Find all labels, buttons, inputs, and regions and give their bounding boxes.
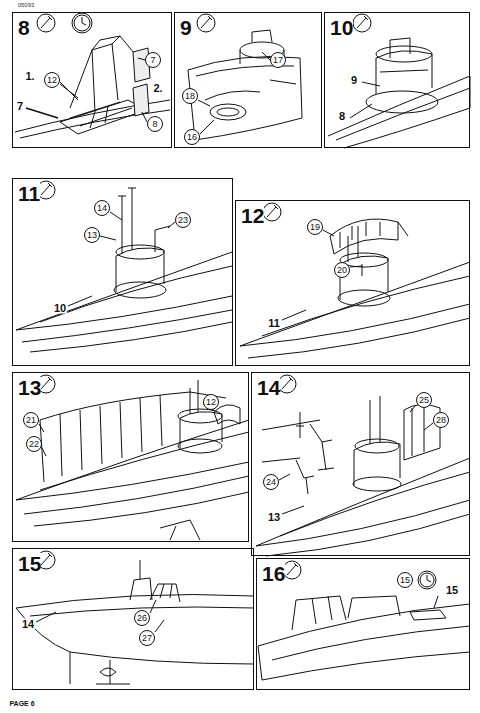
callout-number: 7: [145, 52, 161, 68]
callout-number: 27: [139, 630, 155, 646]
part-number: 15: [445, 585, 459, 596]
step-number: 15: [18, 553, 41, 574]
callout-number: 17: [270, 52, 286, 68]
part-number: 14: [21, 619, 35, 630]
hull-deck: [240, 219, 470, 358]
hull-railings: [258, 596, 470, 680]
step-number: 13: [18, 377, 41, 398]
step-number: 16: [262, 563, 285, 584]
hull-bow: [16, 560, 254, 684]
callout-number: 8: [147, 116, 163, 132]
callout-number: 25: [416, 392, 432, 408]
callout-number: 23: [175, 212, 191, 228]
step-number: 14: [257, 377, 280, 398]
step-number: 9: [180, 17, 192, 38]
step-panel: 11: [12, 178, 233, 366]
part-number: 9: [350, 75, 358, 86]
part-number: 13: [267, 512, 281, 523]
callout-number: 20: [334, 262, 350, 278]
callout-number: 19: [307, 219, 323, 235]
callout-number: 12: [203, 394, 219, 410]
leader-line: [39, 52, 433, 632]
callout-number: 28: [433, 412, 449, 428]
step-number: 8: [18, 17, 30, 38]
callout-number: 14: [94, 200, 110, 216]
page-number: PAGE 6: [8, 700, 35, 707]
part-number: 10: [53, 303, 67, 314]
conning-tower-interior: [15, 36, 170, 138]
part-number: 2.: [152, 83, 163, 94]
callout-number: 24: [263, 474, 279, 490]
part-number: 8: [338, 111, 346, 122]
step-number: 12: [241, 205, 264, 226]
step-panel: 14: [251, 372, 470, 556]
step-panel: 16: [256, 558, 470, 690]
callout-number: 12: [44, 72, 60, 88]
hull-deck: [16, 188, 232, 352]
step-panel: 15: [12, 548, 254, 690]
hull-railings: [16, 380, 249, 540]
clock-icon: [72, 13, 436, 589]
callout-number: 15: [397, 572, 413, 588]
step-number: 10: [330, 17, 353, 38]
step-panel: 9: [174, 12, 322, 148]
callout-number: 18: [182, 88, 198, 104]
callout-number: 26: [134, 610, 150, 626]
step-number: 11: [18, 183, 40, 204]
part-number: 7: [16, 101, 24, 112]
step-panel: 12: [235, 200, 470, 366]
callout-number: 21: [23, 412, 39, 428]
glue-icon: [37, 14, 371, 579]
part-number: 11: [267, 318, 281, 329]
callout-number: 13: [84, 227, 100, 243]
callout-number: 16: [184, 129, 200, 145]
hull-guns: [256, 396, 470, 556]
part-number: 1.: [24, 71, 35, 82]
code-number: 05093: [18, 2, 35, 8]
callout-number: 22: [26, 436, 42, 452]
hull-deck: [328, 38, 470, 148]
step-panel: 10: [324, 12, 470, 148]
tower-shell: [188, 30, 302, 140]
